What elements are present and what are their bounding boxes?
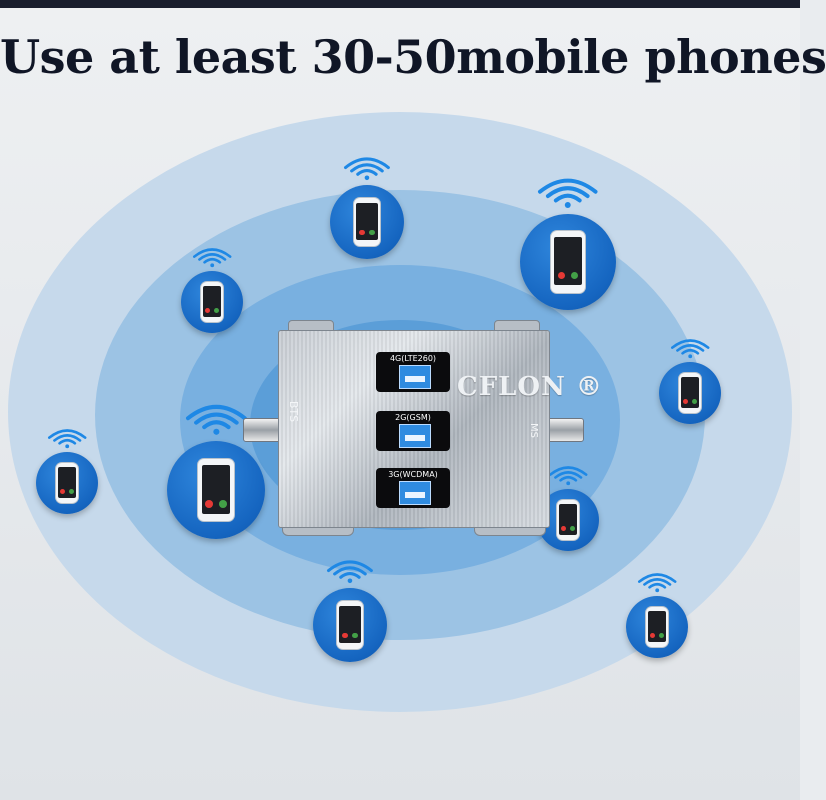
phone-node [167,382,265,539]
answer-call-icon [369,229,375,236]
answer-call-icon [658,633,664,639]
wifi-signal-icon [344,157,390,181]
decline-call-icon [561,526,567,532]
smartphone-icon [645,607,669,647]
decline-call-icon [60,489,66,495]
wifi-signal-icon [192,248,232,268]
decline-call-icon [358,229,365,236]
band-label: 3G(WCDMA) [388,470,438,479]
phone-node [313,544,387,662]
lcd-display [399,365,431,389]
wifi-signal-icon [670,339,710,359]
smartphone-icon [353,198,381,246]
lcd-display [399,481,431,505]
lcd-display [399,424,431,448]
bts-port-label: BTS [287,400,301,423]
decline-call-icon [683,399,689,405]
smartphone-icon [336,601,364,649]
wifi-signal-icon [47,429,87,449]
smartphone-icon [198,458,234,522]
band-label: 4G(LTE260) [389,354,437,363]
answer-call-icon [570,271,579,280]
answer-call-icon [68,489,74,495]
smartphone-icon [550,231,586,293]
answer-call-icon [213,308,219,314]
wifi-signal-icon [185,404,247,435]
answer-call-icon [691,399,697,405]
decline-call-icon [205,308,211,314]
brand-logo: CFLON ® [457,372,603,402]
answer-call-icon [569,526,575,532]
band-panel-4g: 4G(LTE260) [376,352,450,392]
bts-connector [243,418,281,442]
phone-node [36,415,98,514]
smartphone-icon [200,282,224,322]
phone-node [626,559,688,658]
wifi-signal-icon [637,573,677,593]
phone-node [330,141,404,259]
phone-node [659,325,721,424]
ms-port-label: MS [527,423,539,438]
band-panel-2g: 2G(GSM) [376,411,450,451]
wifi-signal-icon [327,560,373,584]
smartphone-icon [678,373,702,413]
decline-call-icon [557,271,566,280]
wifi-signal-icon [538,178,598,208]
headline: Use at least 30-50mobile phones [0,30,826,84]
decline-call-icon [341,632,348,639]
answer-call-icon [218,500,227,508]
smartphone-icon [556,500,580,540]
smartphone-icon [55,463,79,503]
phone-node [520,156,616,310]
decline-call-icon [650,633,656,639]
wifi-signal-icon [548,466,588,486]
phone-node [181,234,243,333]
decline-call-icon [205,500,214,508]
ms-connector [546,418,584,442]
band-label: 2G(GSM) [395,413,431,422]
band-panel-3g: 3G(WCDMA) [376,468,450,508]
answer-call-icon [352,632,358,639]
top-bar [0,0,800,8]
